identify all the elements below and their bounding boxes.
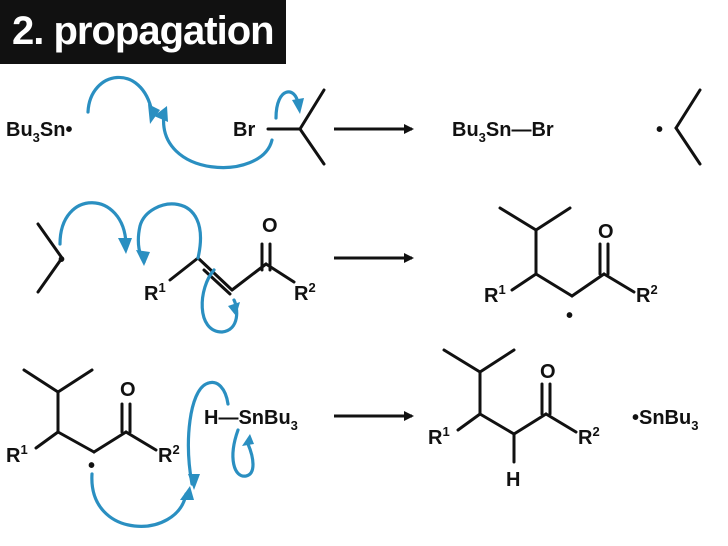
isopropyl-radical-dot: • bbox=[58, 249, 65, 271]
bu3sn-br-product-label: Bu3Sn—Br bbox=[452, 119, 554, 145]
fishhook-arrow-sn-radical bbox=[86, 75, 154, 114]
isopropyl-radical-dot: • bbox=[656, 119, 663, 141]
snbu3-radical-label: •SnBu3 bbox=[632, 407, 698, 433]
bu3sn-radical-label: Bu3Sn• bbox=[6, 119, 72, 145]
fishhook-arrow-h-sn-bond-to-sn bbox=[231, 428, 255, 478]
substrate-radical-dot: • bbox=[88, 455, 95, 477]
adduct-r2-label: R2 bbox=[636, 282, 658, 307]
product-r1-label: R1 bbox=[428, 424, 450, 449]
fishhook-head bbox=[228, 302, 240, 316]
fishhook-arrow-c-br-to-c bbox=[274, 90, 300, 120]
isopropyl-bromide-bonds bbox=[266, 88, 326, 166]
fishhook-head bbox=[292, 98, 304, 114]
product-o-label: O bbox=[540, 361, 556, 383]
fishhook-head bbox=[148, 104, 160, 124]
adduct-radical-bonds bbox=[498, 206, 636, 298]
reduced-product-bonds bbox=[442, 348, 578, 464]
fishhook-head bbox=[154, 106, 168, 122]
fishhook-head bbox=[242, 434, 254, 446]
substrate-o-label: O bbox=[120, 379, 136, 401]
fishhook-arrow-radical-to-h bbox=[90, 472, 188, 528]
fishhook-arrow-radical-attack bbox=[58, 201, 128, 246]
h-snbu3-label: H—SnBu3 bbox=[204, 407, 298, 433]
product-r2-label: R2 bbox=[578, 424, 600, 449]
isopropyl-radical-bonds bbox=[36, 222, 64, 294]
adduct-radical-dot: • bbox=[566, 305, 573, 327]
r1-label: R1 bbox=[144, 280, 166, 305]
substrate-r1-label: R1 bbox=[6, 442, 28, 467]
fishhook-head bbox=[118, 238, 132, 254]
fishhook-head bbox=[188, 474, 200, 490]
title-bar: 2. propagation bbox=[0, 0, 286, 64]
fishhook-head bbox=[180, 486, 194, 500]
substrate-r2-label: R2 bbox=[158, 442, 180, 467]
isopropyl-radical-product-bonds bbox=[674, 88, 702, 166]
fishhook-head bbox=[136, 250, 150, 266]
adduct-r1-label: R1 bbox=[484, 282, 506, 307]
radical-substrate-bonds bbox=[22, 368, 158, 454]
section-title: 2. propagation bbox=[12, 9, 275, 53]
fishhook-arrow-h-sn-bond-to-h bbox=[186, 380, 230, 486]
product-h-label: H bbox=[506, 469, 520, 491]
br-label: Br bbox=[233, 119, 255, 141]
r2-label: R2 bbox=[294, 280, 316, 305]
fishhook-arrow-c-br-bond bbox=[162, 112, 274, 170]
ketone-o-label: O bbox=[262, 215, 278, 237]
adduct-o-label: O bbox=[598, 221, 614, 243]
enone-bonds bbox=[168, 242, 296, 296]
